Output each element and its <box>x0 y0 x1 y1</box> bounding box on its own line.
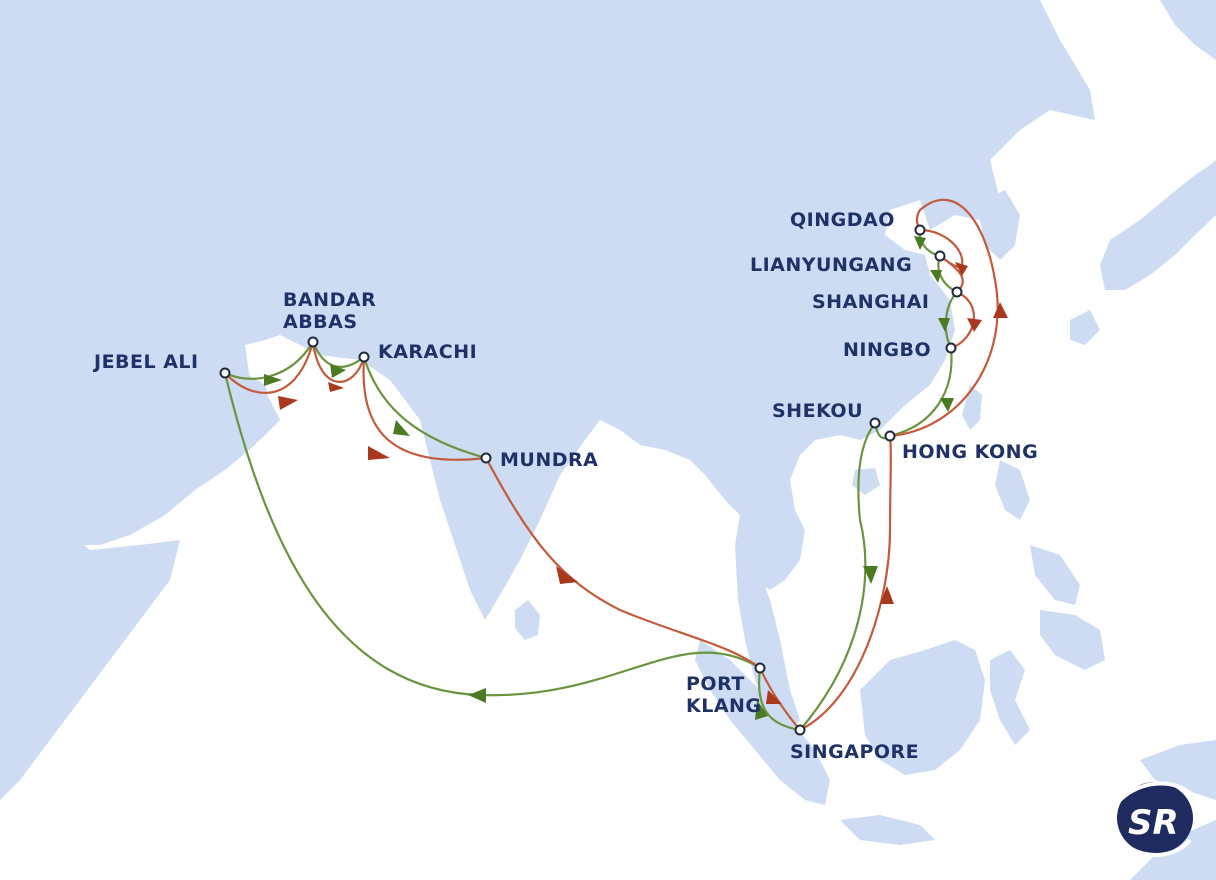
arrow-red <box>955 262 968 276</box>
arrow-green <box>264 374 282 386</box>
route-hong-kong-qingdao <box>889 198 999 438</box>
arrow-red <box>328 382 344 392</box>
korea <box>980 190 1020 260</box>
borneo <box>860 640 985 775</box>
route-bandar-abbas-karachi <box>311 341 365 368</box>
route-arrows <box>264 236 1008 720</box>
label-ningbo: NINGBO <box>843 339 931 361</box>
logo-globe <box>1117 782 1193 854</box>
arrow-green <box>755 700 768 720</box>
asia-mainland <box>0 0 1095 620</box>
java <box>840 815 935 845</box>
malay-peninsula <box>735 545 800 730</box>
label-shekou: SHEKOU <box>772 400 863 422</box>
route-ningbo-hong-kong <box>889 347 953 438</box>
arrow-green <box>938 318 950 332</box>
port-marker-karachi[interactable] <box>358 351 370 363</box>
japan-hokkaido <box>1160 0 1216 60</box>
logo-swoosh-lower <box>1123 838 1192 858</box>
port-markers <box>219 224 963 736</box>
new-guinea <box>1140 740 1216 800</box>
port-marker-qingdao[interactable] <box>914 224 926 236</box>
label-bandar-abbas-line1: BANDAR <box>283 289 376 311</box>
japan-kyushu <box>1070 310 1100 345</box>
route-bandar-abbas-karachi-red <box>311 341 366 383</box>
arrow-red <box>278 396 298 410</box>
label-mundra: MUNDRA <box>500 449 598 471</box>
arrow-green <box>930 270 942 283</box>
arrow-red <box>556 566 578 584</box>
label-port-klang-line2: KLANG <box>686 695 762 717</box>
arrow-red <box>766 690 782 704</box>
label-hong-kong: HONG KONG <box>902 441 1038 463</box>
label-karachi: KARACHI <box>378 341 477 363</box>
port-marker-jebel-ali[interactable] <box>219 367 231 379</box>
japan-honshu <box>1100 160 1216 290</box>
arrow-green <box>468 688 486 703</box>
philippines-mindanao <box>1040 610 1105 670</box>
sumatra <box>695 640 830 805</box>
arrow-green <box>940 398 954 412</box>
port-marker-shanghai[interactable] <box>951 286 963 298</box>
port-marker-port-klang[interactable] <box>754 662 766 674</box>
port-marker-singapore[interactable] <box>794 724 806 736</box>
sri-lanka <box>515 600 540 640</box>
arrow-red <box>368 446 390 460</box>
route-singapore-shekou <box>799 422 876 731</box>
arrow-red <box>880 586 894 604</box>
route-mundra-port-klang <box>485 457 761 669</box>
logo-swoosh <box>1118 781 1194 802</box>
route-jebel-ali-bandar-abbas-red <box>224 341 315 394</box>
route-karachi-mundra-red <box>362 356 487 461</box>
route-port-klang-singapore <box>757 667 801 732</box>
sr-globe-logo-icon: SR <box>1117 781 1194 858</box>
label-singapore: SINGAPORE <box>790 741 919 763</box>
label-port-klang-line1: PORT <box>686 673 745 695</box>
label-lianyungang: LIANYUNGANG <box>750 254 912 276</box>
port-marker-shekou[interactable] <box>869 417 881 429</box>
logo-text: SR <box>1128 803 1179 843</box>
route-singapore-hong-kong <box>799 435 892 731</box>
sulawesi <box>990 650 1030 745</box>
philippines-luzon <box>995 460 1030 520</box>
africa <box>0 380 180 800</box>
port-marker-ningbo[interactable] <box>945 342 957 354</box>
port-labels: JEBEL ALI BANDAR ABBAS KARACHI MUNDRA PO… <box>92 209 1038 763</box>
arrow-green <box>330 364 346 378</box>
arrow-red <box>967 318 982 332</box>
label-jebel-ali: JEBEL ALI <box>92 351 199 373</box>
arrow-red <box>993 302 1008 318</box>
label-qingdao: QINGDAO <box>790 209 895 231</box>
label-bandar-abbas-line2: ABBAS <box>283 311 358 333</box>
arrow-green <box>863 566 878 584</box>
port-marker-lianyungang[interactable] <box>934 250 946 262</box>
arrow-green <box>914 236 926 250</box>
philippines-visayas <box>1030 545 1080 605</box>
route-karachi-mundra <box>362 356 487 460</box>
arrow-green <box>393 420 410 436</box>
label-shanghai: SHANGHAI <box>812 291 929 313</box>
port-marker-hong-kong[interactable] <box>884 430 896 442</box>
arabian-peninsula <box>0 180 280 530</box>
port-marker-mundra[interactable] <box>480 452 492 464</box>
port-marker-bandar-abbas[interactable] <box>307 336 319 348</box>
